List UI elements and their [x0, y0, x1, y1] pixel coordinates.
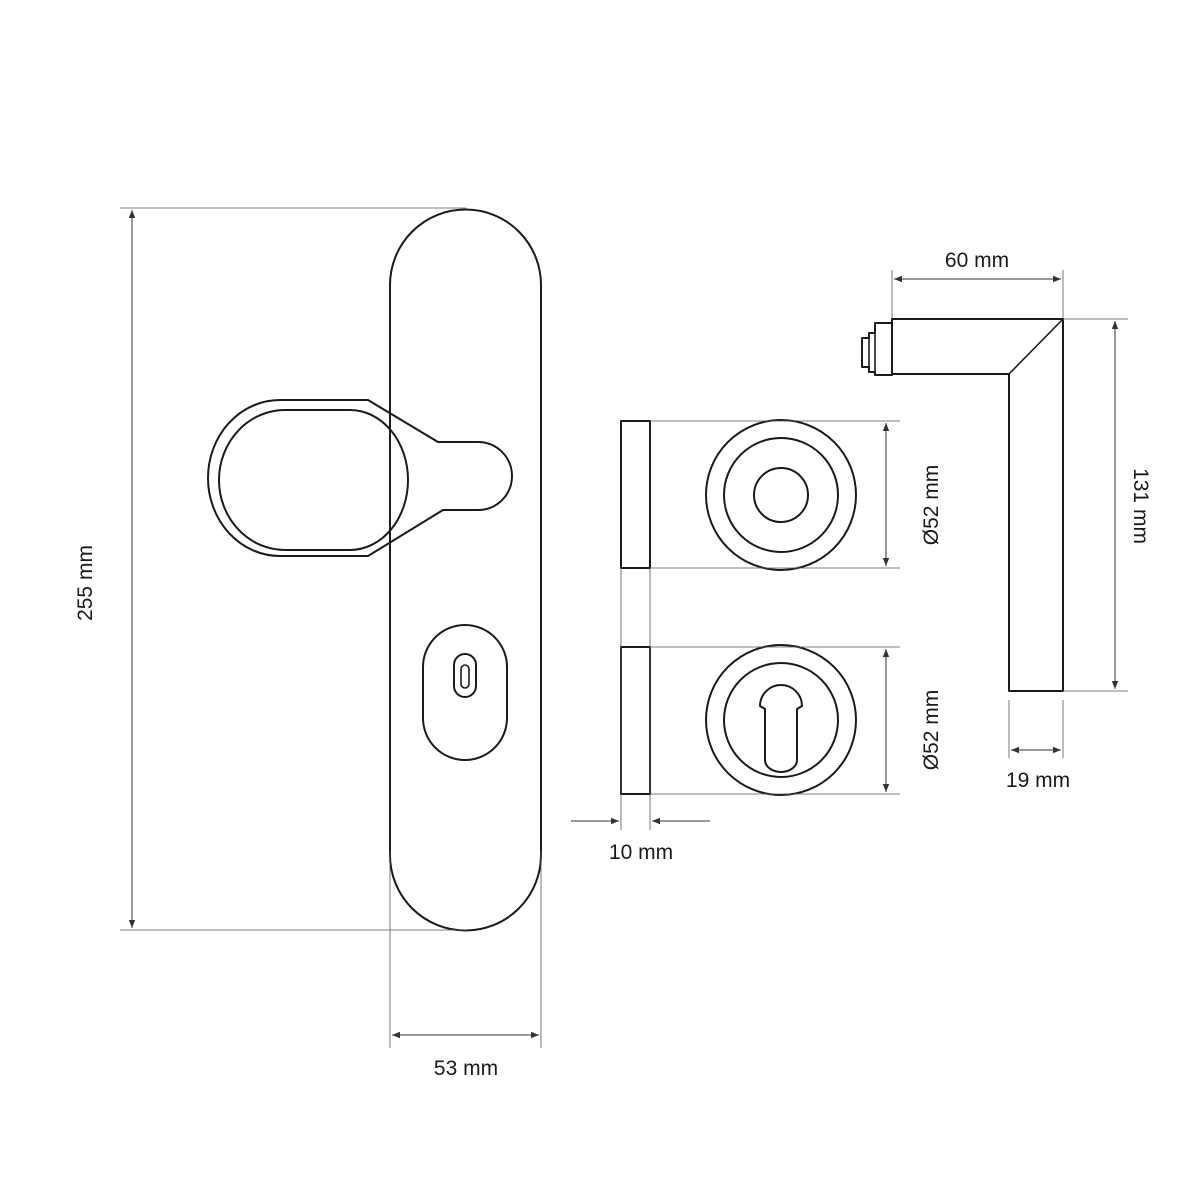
- keyhole-core: [460, 664, 470, 689]
- lever-width-label: 19 mm: [1006, 769, 1070, 792]
- cylinder-rosette-outer-ring: [705, 644, 857, 796]
- plate-width-dimension: 53 mm: [389, 850, 542, 1080]
- pull-knob-outer: [207, 399, 513, 557]
- rosette-thickness-label: 10 mm: [609, 841, 673, 864]
- rosettes: Ø52 mm Ø52 mm 10 mm: [571, 419, 943, 864]
- bottom-rosette-diameter-label: Ø52 mm: [920, 690, 943, 771]
- long-backplate: 255 mm 53 mm: [74, 207, 542, 1080]
- lever-rosette-front: [705, 419, 857, 571]
- backplate-outline: [389, 208, 542, 932]
- lever-rosette-outer-ring: [705, 419, 857, 571]
- lever-miter-line: [1008, 318, 1064, 375]
- cylinder-rosette-inner-ring: [723, 662, 839, 778]
- plate-height-label: 255 mm: [74, 545, 97, 621]
- lever-spindle: [861, 322, 893, 376]
- top-rosette-side-view: [620, 420, 651, 569]
- lever-body: [891, 318, 1064, 692]
- keyhole-outline: [422, 624, 508, 761]
- lever-rosette-spindle-hole: [753, 467, 809, 523]
- cylinder-keyhole: [422, 624, 508, 761]
- plate-height-dimension: 255 mm: [74, 207, 466, 931]
- lever-height-label: 131 mm: [1129, 468, 1152, 544]
- pull-knob-inner: [218, 409, 409, 551]
- lever-length-label: 60 mm: [945, 249, 1009, 272]
- cylinder-profile-hole: [759, 684, 803, 773]
- top-rosette-diameter-label: Ø52 mm: [920, 465, 943, 546]
- keyhole-slot: [453, 653, 477, 698]
- plate-width-label: 53 mm: [434, 1057, 498, 1080]
- cylinder-rosette-front: [705, 644, 857, 796]
- lever-handle: 60 mm 131 mm 19 mm: [861, 249, 1152, 792]
- bottom-rosette-side-view: [620, 646, 651, 795]
- pull-knob: [207, 399, 513, 557]
- lever-rosette-inner-ring: [723, 437, 839, 553]
